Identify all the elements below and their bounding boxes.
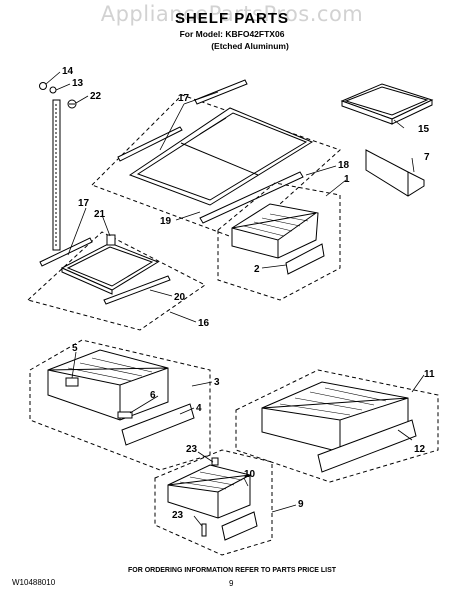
crisper-bin-left (47, 349, 169, 421)
callout-label: 17 (78, 198, 90, 209)
crisper-front-panel (121, 403, 195, 446)
bin-front-panel (285, 243, 325, 275)
drawer-slide-pin (201, 523, 207, 537)
callout-label: 23 (172, 510, 184, 521)
callout-label: 21 (94, 209, 106, 220)
model-line: For Model: KBFO42FTX06 (179, 29, 285, 39)
glass-shelf-large (128, 107, 314, 206)
callout-label: 14 (62, 66, 74, 77)
large-drawer-outline (235, 369, 439, 483)
glass-shelf-small (60, 242, 160, 295)
callout-label: 3 (214, 377, 220, 388)
small-drawer-outline (154, 449, 273, 556)
callout-label: 10 (244, 469, 256, 480)
shelf-bracket (365, 149, 425, 197)
callout-label: 4 (196, 403, 202, 414)
callout-label: 16 (198, 318, 210, 329)
callout-label: 2 (254, 264, 260, 275)
bracket-clip-part (106, 234, 116, 246)
vertical-rail (52, 99, 61, 251)
page-title: SHELF PARTS (174, 10, 290, 27)
callout-label: 22 (90, 91, 102, 102)
callout-label: 17 (178, 93, 190, 104)
lower-shelf-outline (26, 231, 206, 331)
callout-label: 7 (424, 152, 430, 163)
rail-cap-part (39, 82, 47, 90)
shelf-rails-top (117, 79, 248, 162)
large-drawer-front (317, 419, 417, 473)
small-storage-bin (231, 203, 319, 259)
callout-label: 1 (344, 174, 350, 185)
callout-label: 9 (298, 499, 304, 510)
document-number: W10488010 (12, 578, 56, 587)
shelf-trim-lower (103, 275, 171, 305)
small-drawer-bin (167, 464, 251, 519)
callout-label: 15 (418, 124, 430, 135)
page-number: 9 (229, 579, 234, 588)
callout-label: 6 (150, 390, 156, 401)
finish-line: (Etched Aluminum) (211, 41, 289, 51)
watermark: AppliancePartsPros.com (100, 2, 364, 26)
small-drawer-front (221, 511, 258, 541)
callout-label: 13 (72, 78, 84, 89)
callout-label: 12 (414, 444, 426, 455)
upper-shelf-outline (91, 94, 341, 241)
crisper-label-part (117, 411, 133, 419)
ordering-note: FOR ORDERING INFORMATION REFER TO PARTS … (127, 567, 337, 574)
callout-label: 23 (186, 444, 198, 455)
callout-label: 11 (424, 369, 435, 380)
callout-label: 20 (174, 292, 186, 303)
rail-clip-part (49, 86, 57, 94)
drawer-assembly-outline (217, 182, 341, 301)
screw-part (67, 99, 77, 109)
shelf-rail-left (39, 237, 93, 267)
small-shelf (340, 83, 434, 125)
callout-label: 5 (72, 343, 78, 354)
leader-lines (45, 71, 425, 527)
callout-label: 19 (160, 216, 172, 227)
callout-label: 18 (338, 160, 350, 171)
shelf-trim (199, 171, 304, 224)
humidity-control-part (65, 377, 79, 387)
